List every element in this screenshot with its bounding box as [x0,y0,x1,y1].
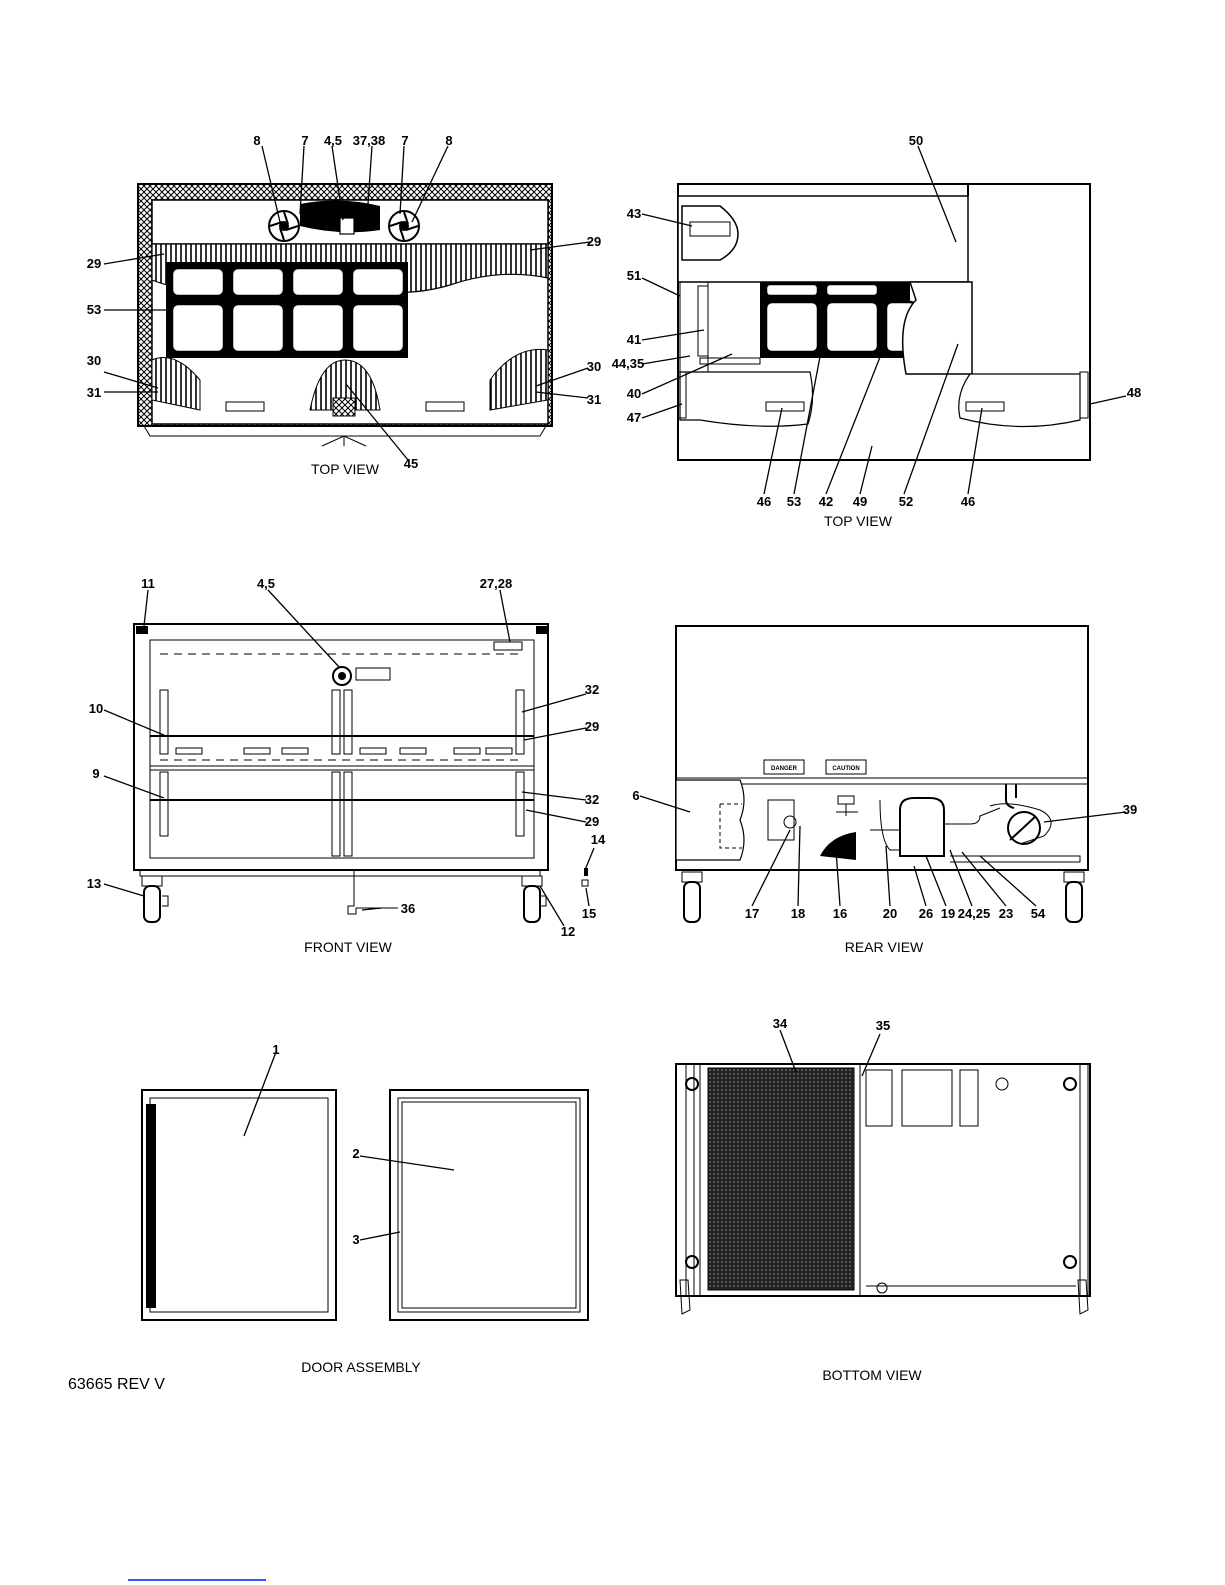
callout: 40 [627,386,641,401]
callout: 53 [87,302,101,317]
view-title: REAR VIEW [845,939,924,955]
fan-icon [269,211,299,241]
top-view-right: 50 43 51 41 44,35 40 47 48 46 53 42 49 5… [612,133,1142,529]
top-view-left: 8 7 4,5 37,38 7 8 29 29 53 30 31 30 31 4… [87,133,601,477]
callout: 52 [899,494,913,509]
callout: 42 [819,494,833,509]
callout: 47 [627,410,641,425]
callout: 46 [961,494,975,509]
callout: 50 [909,133,923,148]
callout: 30 [87,353,101,368]
callout: 14 [591,832,606,847]
callout: 43 [627,206,641,221]
callout: 44,35 [612,356,645,371]
callout: 26 [919,906,933,921]
callout: 20 [883,906,897,921]
callout: 41 [627,332,641,347]
callout: 17 [745,906,759,921]
caster-icon [522,876,546,922]
callout: 11 [141,576,155,591]
callout: 48 [1127,385,1141,400]
callout: 51 [627,268,641,283]
view-title: TOP VIEW [311,461,380,477]
callout: 54 [1031,906,1046,921]
callout: 23 [999,906,1013,921]
callout: 10 [89,701,103,716]
view-title: DOOR ASSEMBLY [301,1359,421,1375]
callout: 24,25 [958,906,991,921]
caution-label: CAUTION [832,766,859,772]
callout: 2 [352,1146,359,1161]
door-assembly: 1 2 3 DOOR ASSEMBLY [142,1042,588,1375]
callout: 46 [757,494,771,509]
callout: 19 [941,906,955,921]
callout: 32 [585,682,599,697]
danger-label: DANGER [771,766,798,772]
view-title: TOP VIEW [824,513,893,529]
callout: 6 [632,788,639,803]
callout: 45 [404,456,418,471]
callout: 49 [853,494,867,509]
callout: 12 [561,924,575,939]
bottom-view: 34 35 BOTTOM VIEW [676,1016,1090,1383]
callout: 29 [585,719,599,734]
callout: 31 [87,385,101,400]
callout: 7 [401,133,408,148]
callout: 31 [587,392,601,407]
caster-icon [1064,872,1084,922]
callout: 7 [301,133,308,148]
callout: 29 [585,814,599,829]
callout: 29 [87,256,101,271]
callout: 3 [352,1232,359,1247]
callout: 32 [585,792,599,807]
document-number: 63665 REV V [68,1376,165,1393]
callout: 30 [587,359,601,374]
caster-icon [682,872,702,922]
callout: 8 [253,133,260,148]
callout: 13 [87,876,101,891]
callout: 16 [833,906,847,921]
rear-view: DANGER CAUTION 6 39 17 18 16 20 26 1 [632,626,1137,955]
view-title: BOTTOM VIEW [822,1367,922,1383]
page-link-underline[interactable] [128,1579,266,1581]
callout: 18 [791,906,805,921]
callout: 34 [773,1016,788,1031]
caster-icon [142,876,168,922]
front-view: 11 4,5 27,28 10 32 29 9 32 29 14 13 15 3… [87,576,606,955]
callout: 35 [876,1018,890,1033]
callout: 4,5 [257,576,275,591]
callout: 37,38 [353,133,386,148]
view-title: FRONT VIEW [304,939,392,955]
callout: 53 [787,494,801,509]
callout: 39 [1123,802,1137,817]
callout: 15 [582,906,596,921]
callout: 27,28 [480,576,513,591]
callout: 9 [92,766,99,781]
callout: 36 [401,901,415,916]
callout: 29 [587,234,601,249]
callout: 1 [272,1042,279,1057]
callout: 8 [445,133,452,148]
callout: 4,5 [324,133,342,148]
